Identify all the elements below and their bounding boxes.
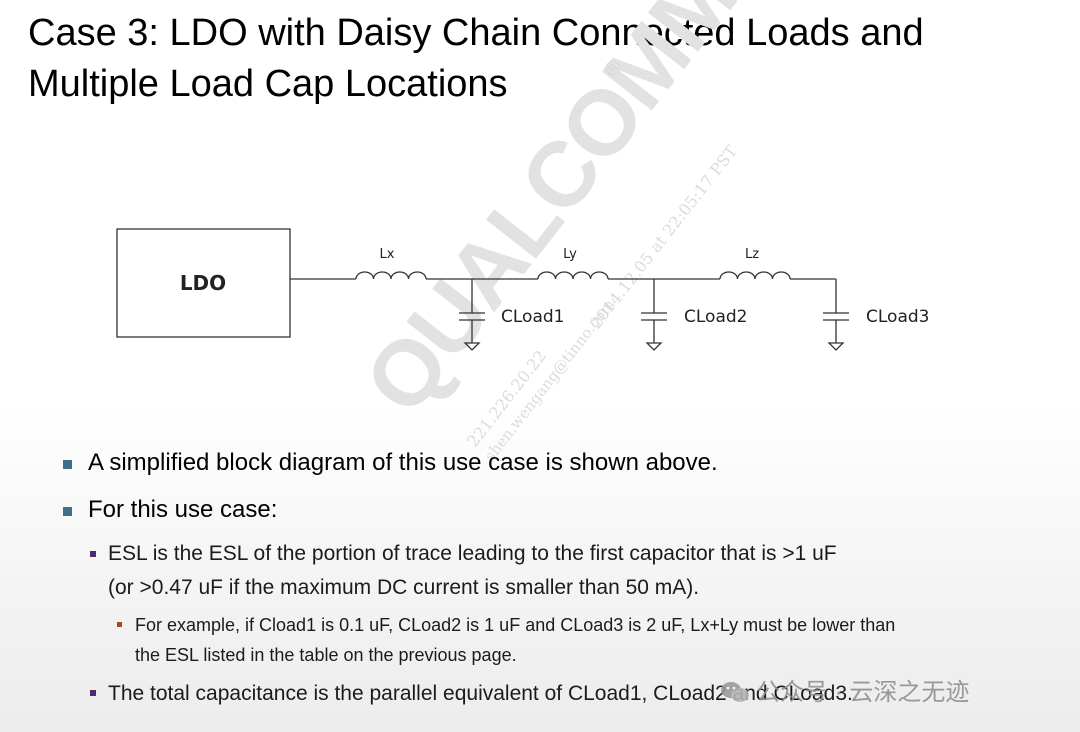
bullet-marker	[63, 507, 72, 516]
inductor-lx	[355, 271, 427, 280]
ldo-label: LDO	[180, 271, 226, 295]
page-title: Case 3: LDO with Daisy Chain Connected L…	[28, 8, 1058, 110]
sub-bullet-marker	[90, 551, 96, 557]
sub-bullet-1-line-2: (or >0.47 uF if the maximum DC current i…	[108, 576, 700, 599]
sub-sub-bullet-marker	[117, 622, 122, 627]
sub-sub-bullet-line-1: For example, if Cload1 is 0.1 uF, CLoad2…	[135, 615, 896, 635]
inductor-label-lx: Lx	[380, 247, 395, 262]
ldo-block	[116, 228, 291, 338]
sub-sub-bullet-line-2: the ESL listed in the table on the previ…	[135, 645, 517, 665]
sub-bullet-1-line-1: ESL is the ESL of the portion of trace l…	[108, 542, 837, 565]
capacitor-cload2	[641, 279, 667, 351]
bullet-2: For this use case:	[88, 496, 278, 523]
page-title-line-2: Multiple Load Cap Locations	[28, 63, 508, 105]
sub-bullet-2: The total capacitance is the parallel eq…	[108, 682, 853, 705]
footer-watermark-text: 公众号 · 云深之无迹	[756, 679, 970, 706]
capacitor-cload3	[823, 279, 849, 351]
inductor-lz	[719, 271, 791, 280]
bullet-marker	[63, 460, 72, 469]
capacitor-label-cload2: CLoad2	[684, 307, 747, 327]
footer-watermark: 公众号 · 云深之无迹	[720, 672, 969, 707]
capacitor-label-cload3: CLoad3	[866, 307, 929, 327]
inductor-ly	[537, 271, 609, 280]
page-title-line-1: Case 3: LDO with Daisy Chain Connected L…	[28, 12, 924, 54]
wechat-icon	[721, 682, 749, 702]
sub-bullet-marker	[90, 690, 96, 696]
capacitor-label-cload1: CLoad1	[501, 307, 564, 327]
capacitor-cload1	[459, 279, 485, 351]
bullet-1: A simplified block diagram of this use c…	[88, 449, 718, 476]
inductor-label-ly: Ly	[563, 247, 577, 262]
inductor-label-lz: Lz	[745, 247, 759, 262]
